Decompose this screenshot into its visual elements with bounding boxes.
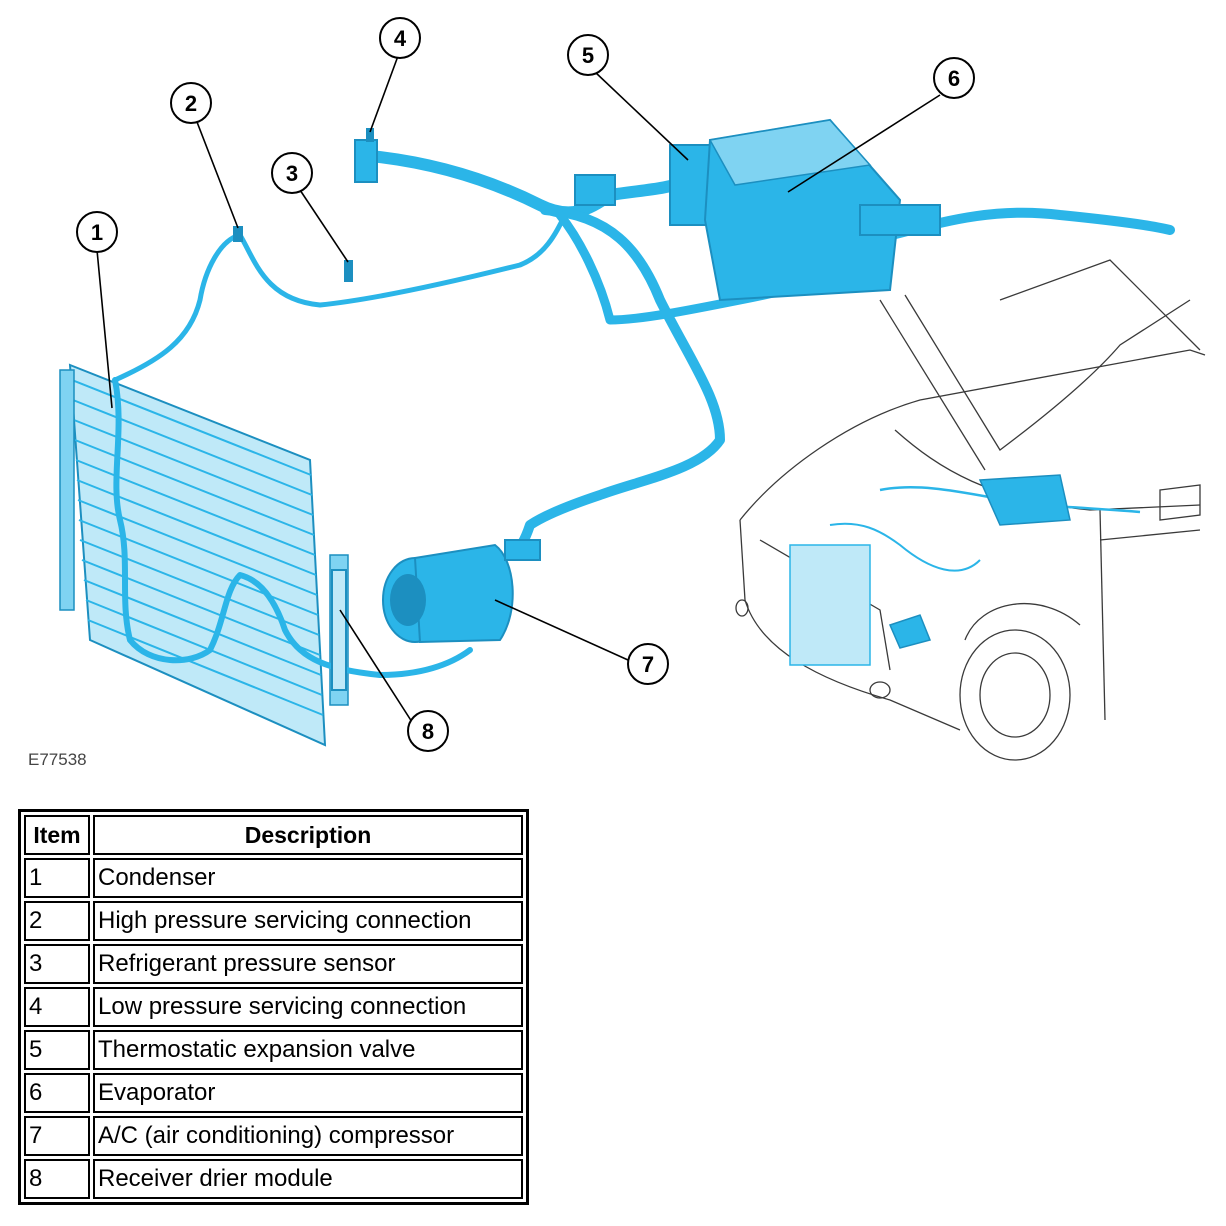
refrigerant-pressure-sensor	[344, 260, 353, 282]
ac-system-diagram: 1 2 3 4 5 6 7 8	[59, 17, 1206, 761]
legend-item-description: Refrigerant pressure sensor	[93, 944, 523, 984]
svg-text:7: 7	[642, 652, 654, 677]
legend-header-description: Description	[93, 815, 523, 855]
legend-item-description: Condenser	[93, 858, 523, 898]
legend-item-description: Receiver drier module	[93, 1159, 523, 1199]
legend-item-number: 5	[24, 1030, 90, 1070]
legend-header-item: Item	[24, 815, 90, 855]
legend-item-number: 1	[24, 858, 90, 898]
legend-item-description: Evaporator	[93, 1073, 523, 1113]
svg-text:6: 6	[948, 66, 960, 91]
svg-text:4: 4	[394, 26, 407, 51]
table-row: 1 Condenser	[24, 858, 523, 898]
callout-5: 5	[567, 34, 609, 76]
condenser	[59, 363, 349, 747]
legend-item-number: 6	[24, 1073, 90, 1113]
table-row: 2 High pressure servicing connection	[24, 901, 523, 941]
leader-3	[299, 189, 349, 263]
table-row: 6 Evaporator	[24, 1073, 523, 1113]
legend-item-number: 3	[24, 944, 90, 984]
svg-text:8: 8	[422, 719, 434, 744]
legend-item-number: 7	[24, 1116, 90, 1156]
callout-6: 6	[933, 57, 975, 99]
ac-compressor	[382, 539, 541, 644]
table-row: 4 Low pressure servicing connection	[24, 987, 523, 1027]
leader-6	[787, 94, 941, 193]
leader-4	[369, 55, 399, 133]
callout-3: 3	[271, 152, 313, 194]
svg-text:1: 1	[91, 220, 103, 245]
svg-text:3: 3	[286, 161, 298, 186]
evaporator	[703, 118, 941, 302]
table-row: 7 A/C (air conditioning) compressor	[24, 1116, 523, 1156]
leader-8	[339, 609, 413, 723]
callout-2: 2	[170, 82, 212, 124]
callout-1: 1	[76, 211, 118, 253]
leader-7	[494, 599, 629, 661]
legend-item-description: A/C (air conditioning) compressor	[93, 1116, 523, 1156]
legend-item-number: 2	[24, 901, 90, 941]
svg-text:2: 2	[185, 91, 197, 116]
low-pressure-servicing-connection	[354, 128, 378, 183]
legend-table: Item Description 1 Condenser 2 High pres…	[18, 809, 529, 1205]
legend-item-number: 4	[24, 987, 90, 1027]
high-pressure-servicing-connection	[233, 226, 243, 242]
svg-text:5: 5	[582, 43, 594, 68]
legend-item-description: Thermostatic expansion valve	[93, 1030, 523, 1070]
leader-2	[196, 121, 239, 229]
vehicle-locator-sketch	[735, 259, 1206, 761]
table-row: 8 Receiver drier module	[24, 1159, 523, 1199]
table-row: 3 Refrigerant pressure sensor	[24, 944, 523, 984]
receiver-drier-module	[331, 569, 347, 691]
table-row: 5 Thermostatic expansion valve	[24, 1030, 523, 1070]
callout-7: 7	[627, 643, 669, 685]
leader-1	[96, 249, 113, 409]
legend-item-number: 8	[24, 1159, 90, 1199]
reference-code: E77538	[28, 750, 87, 769]
callout-8: 8	[407, 710, 449, 752]
thermostatic-expansion-valve	[574, 144, 711, 226]
legend-item-description: High pressure servicing connection	[93, 901, 523, 941]
callout-4: 4	[379, 17, 421, 59]
legend-item-description: Low pressure servicing connection	[93, 987, 523, 1027]
legend-header-row: Item Description	[24, 815, 523, 855]
leader-5	[594, 71, 689, 161]
